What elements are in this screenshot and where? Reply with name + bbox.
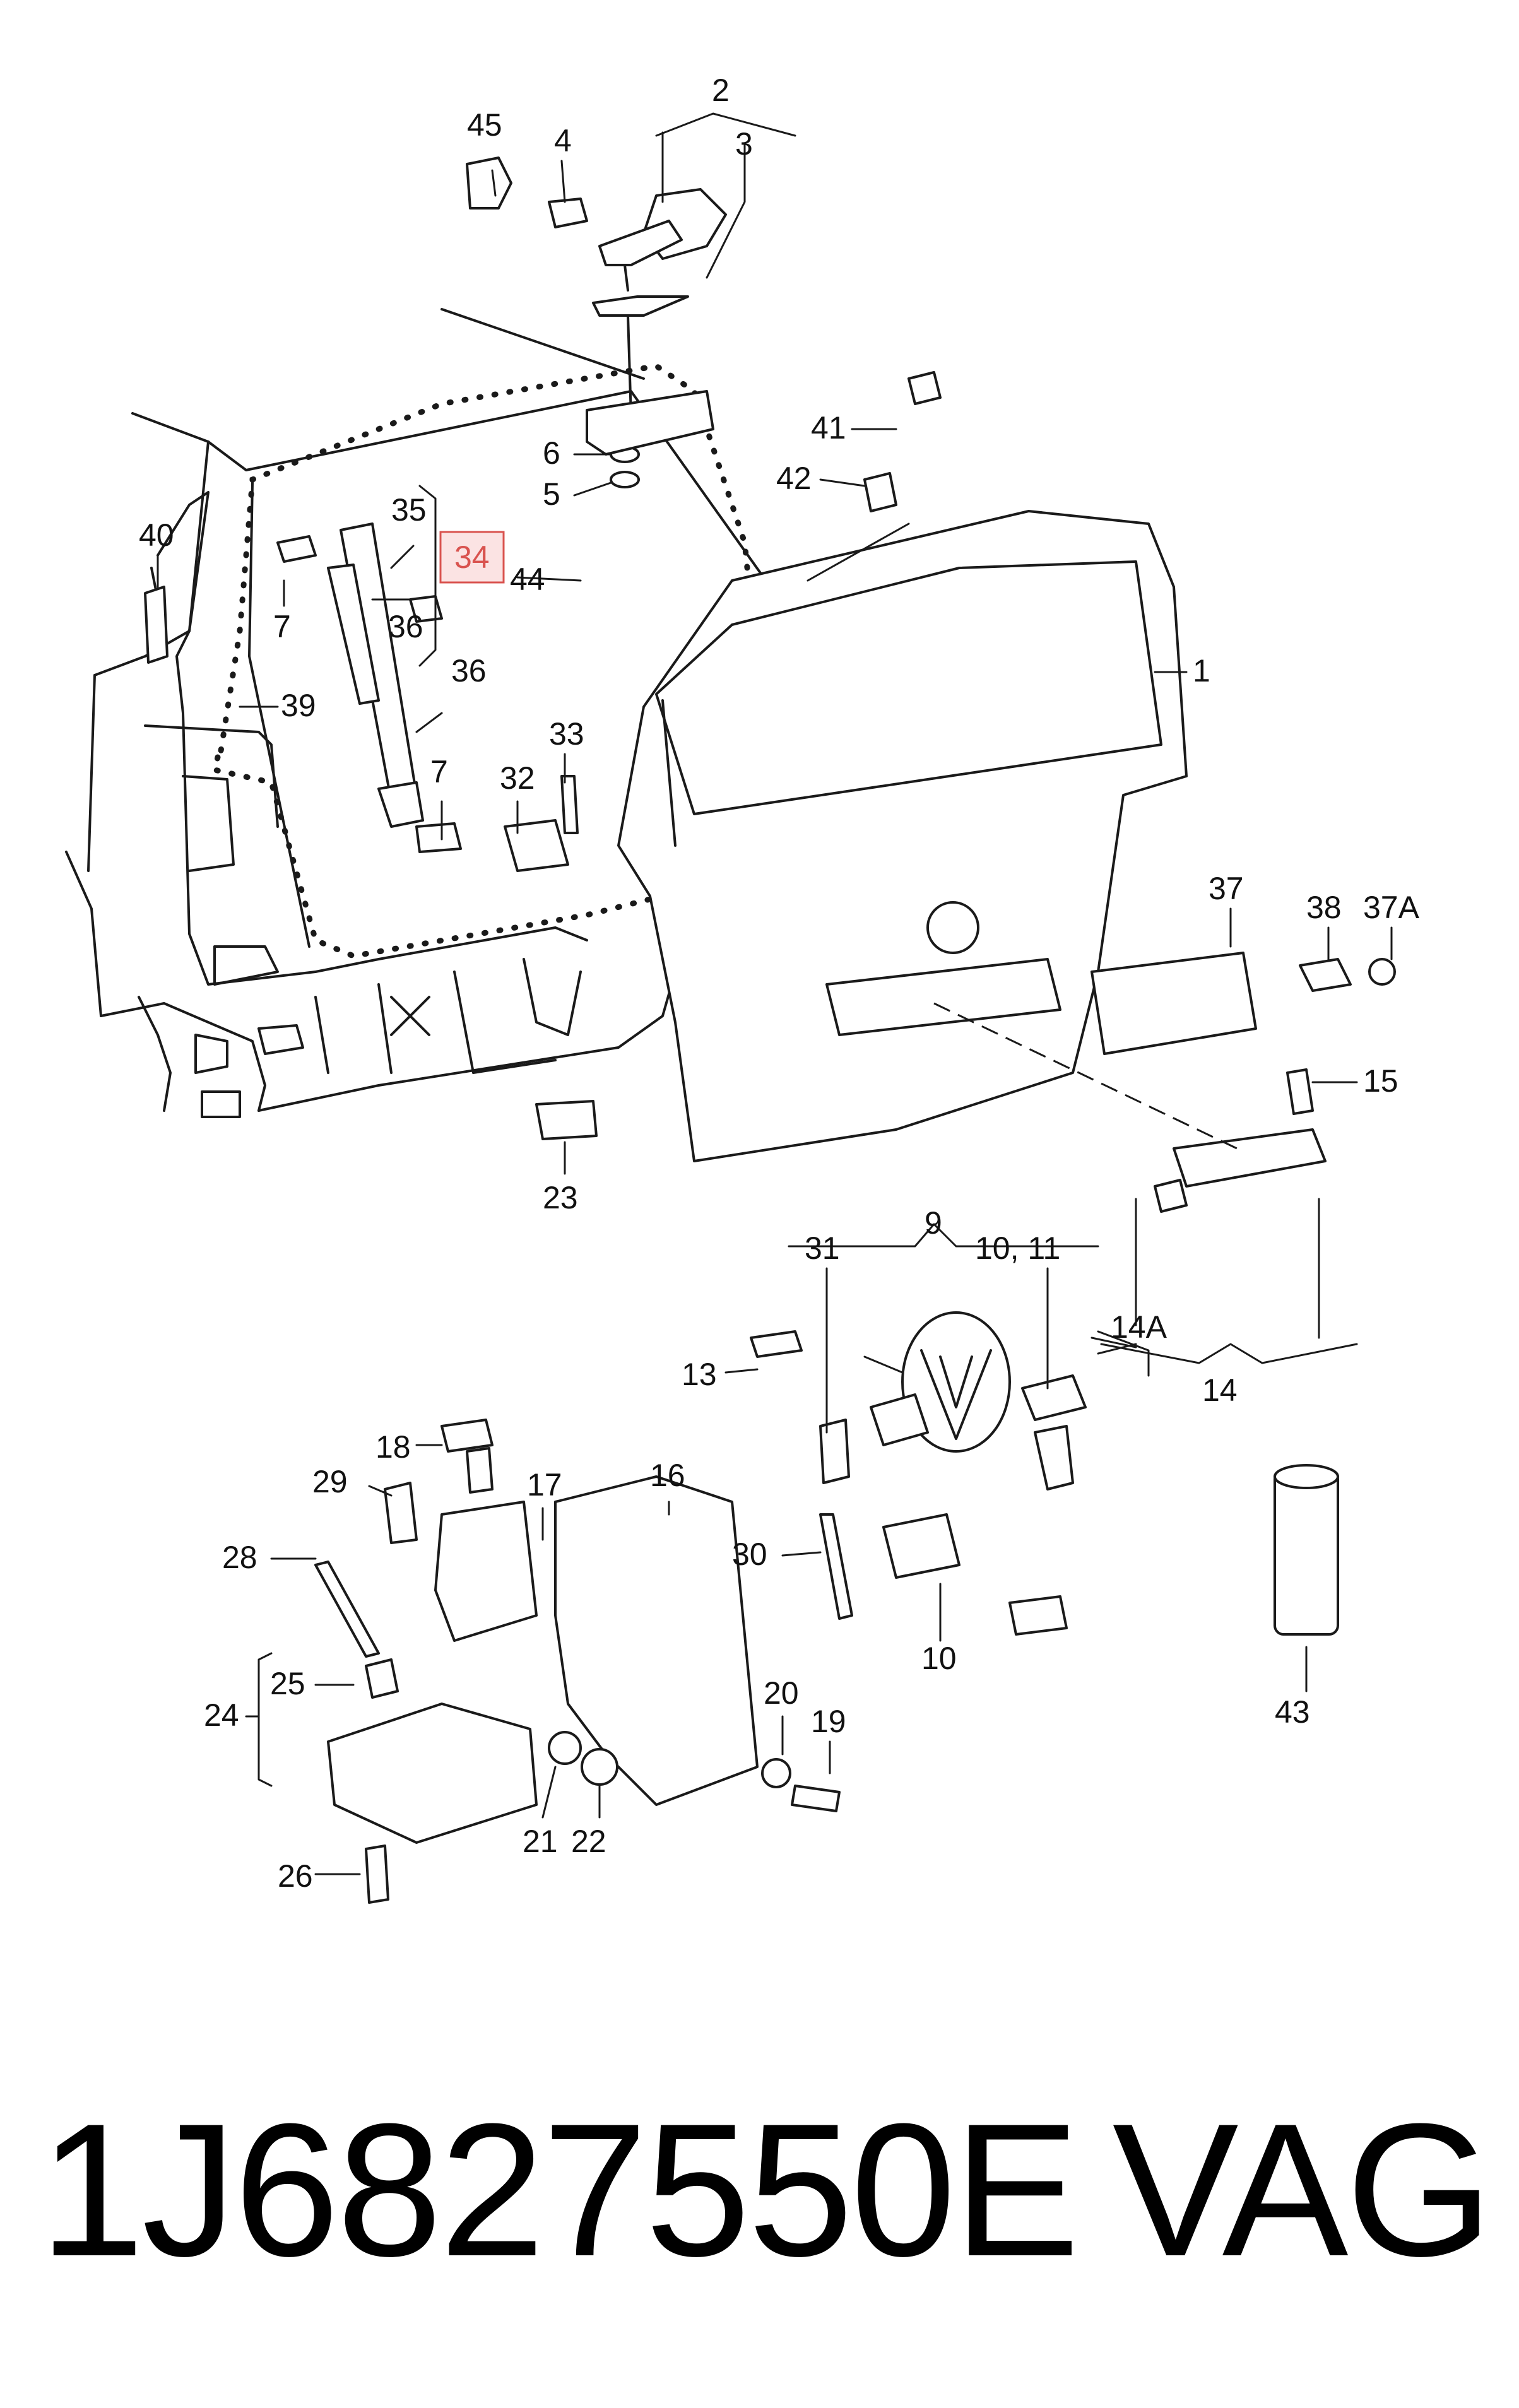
callout-45: 45 <box>467 107 502 143</box>
callout-38: 38 <box>1306 890 1342 925</box>
callout-36-lower: 36 <box>451 653 487 688</box>
plate-light-parts <box>933 952 1327 1213</box>
callout-29: 29 <box>312 1464 348 1499</box>
small-parts <box>144 371 1396 1140</box>
callout-3: 3 <box>735 126 753 162</box>
callout-17: 17 <box>527 1467 562 1502</box>
callout-5: 5 <box>543 476 560 512</box>
callout-9: 9 <box>925 1205 942 1241</box>
brand-label: VAG <box>1112 2084 1493 2296</box>
callout-13: 13 <box>682 1357 717 1392</box>
vw-emblem-lock <box>750 1311 1087 1620</box>
callout-36-upper: 36 <box>388 609 423 644</box>
callout-31: 31 <box>805 1231 840 1266</box>
callout-43: 43 <box>1275 1694 1310 1730</box>
paint-can <box>1274 1464 1339 1636</box>
callout-16: 16 <box>650 1458 685 1493</box>
callout-20: 20 <box>764 1675 799 1711</box>
callout-37A: 37A <box>1363 890 1420 925</box>
callout-25: 25 <box>270 1666 305 1701</box>
callout-39: 39 <box>281 688 316 723</box>
hinge-assembly <box>466 156 727 418</box>
callout-28: 28 <box>222 1540 257 1575</box>
callout-37: 37 <box>1209 871 1244 906</box>
callout-1: 1 <box>1193 653 1210 688</box>
callout-4: 4 <box>554 123 572 158</box>
callout-10-11: 10, 11 <box>975 1231 1060 1266</box>
callout-15: 15 <box>1363 1063 1398 1099</box>
tailgate <box>617 510 1188 1162</box>
leader-lines <box>157 112 1393 1875</box>
callout-32: 32 <box>500 760 535 796</box>
callout-14A: 14A <box>1111 1309 1167 1345</box>
callout-18: 18 <box>375 1429 411 1465</box>
gas-strut <box>276 522 462 853</box>
callout-7-strut-top: 7 <box>273 609 291 644</box>
callout-35: 35 <box>391 492 427 528</box>
callout-21: 21 <box>523 1824 558 1859</box>
part-number: 1J6827550E <box>39 2084 1080 2296</box>
callout-6: 6 <box>543 435 560 471</box>
callout-41: 41 <box>811 410 846 446</box>
callout-23: 23 <box>543 1180 578 1215</box>
callout-7-strut-bottom: 7 <box>430 754 448 789</box>
callout-26: 26 <box>278 1858 313 1894</box>
callout-30: 30 <box>732 1537 767 1572</box>
part-footer: 1J6827550E VAG <box>39 2076 1493 2303</box>
lock-mechanism <box>314 1419 1068 1904</box>
callout-2: 2 <box>712 73 730 108</box>
callout-44: 44 <box>510 562 545 597</box>
callout-33: 33 <box>549 716 584 752</box>
callout-22: 22 <box>571 1824 606 1859</box>
callout-19: 19 <box>811 1704 846 1739</box>
callout-42: 42 <box>776 461 812 496</box>
callout-40: 40 <box>139 517 174 553</box>
callout-14: 14 <box>1202 1372 1238 1408</box>
car-body-outline <box>65 308 765 1118</box>
callout-labels: 45 4 2 3 41 42 6 5 40 35 34 44 7 36 1 36… <box>139 73 1420 1894</box>
callout-34-highlight: 34 <box>454 540 490 575</box>
highlight-box-34 <box>439 531 505 584</box>
parts-diagram: 45 4 2 3 41 42 6 5 40 35 34 44 7 36 1 36… <box>65 73 1420 1904</box>
callout-10: 10 <box>921 1641 957 1676</box>
callout-24: 24 <box>204 1697 239 1733</box>
